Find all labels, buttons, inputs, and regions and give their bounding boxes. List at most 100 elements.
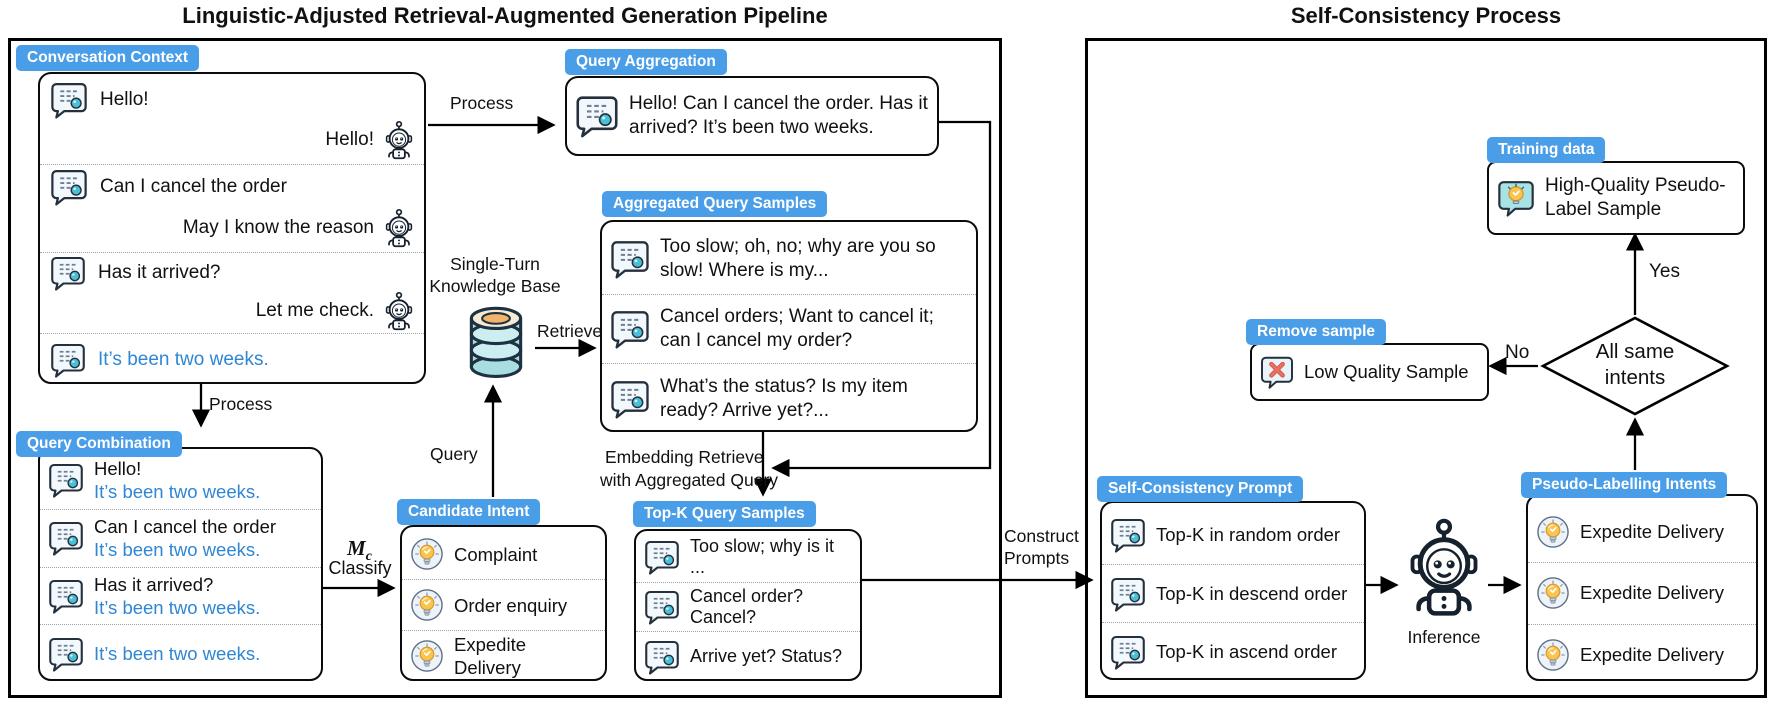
no-label: No bbox=[1505, 342, 1530, 363]
bot-message: Hello! bbox=[325, 129, 374, 151]
yes-label: Yes bbox=[1649, 261, 1680, 282]
embedding-retrieve-label-line1: Embedding Retrieve bbox=[605, 447, 764, 467]
bot-message: May I know the reason bbox=[182, 217, 374, 239]
remove-sample-label: Remove sample bbox=[1246, 319, 1387, 345]
remove-sample-box: Low Quality Sample bbox=[1250, 343, 1489, 401]
chat-message-icon bbox=[1110, 634, 1146, 670]
classifier-model-symbol: Mc bbox=[347, 536, 372, 565]
intent-item: Complaint bbox=[402, 529, 605, 580]
conversation-context-box: Hello! Hello! Can I cancel the order May… bbox=[38, 72, 426, 384]
bulb-intent-icon bbox=[410, 537, 444, 571]
aggregated-sample-item: Too slow; oh, no; why are you so slow! W… bbox=[602, 225, 976, 295]
pseudo-intent-item: Expedite Delivery bbox=[1528, 625, 1756, 685]
topk-sample-item: Arrive yet? Status? bbox=[636, 632, 860, 681]
training-data-text: High-Quality Pseudo-Label Sample bbox=[1545, 175, 1726, 220]
self-consistency-prompt-box: Top-K in random order Top-K in descend o… bbox=[1100, 501, 1366, 680]
query-aggregation-box: Hello! Can I cancel the order. Has it ar… bbox=[565, 76, 939, 156]
pseudo-intent-item: Expedite Delivery bbox=[1528, 563, 1756, 625]
training-data-label: Training data bbox=[1487, 137, 1606, 163]
topk-sample-item: Cancel order? Cancel? bbox=[636, 583, 860, 633]
knowledge-base-icon bbox=[462, 303, 530, 379]
query-label: Query bbox=[430, 444, 478, 464]
construct-prompts-label-line1: Construct bbox=[1004, 526, 1079, 546]
query-combination-box: Hello!It’s been two weeks. Can I cancel … bbox=[38, 447, 323, 681]
left-panel-title: Linguistic-Adjusted Retrieval-Augmented … bbox=[182, 3, 828, 28]
chat-message-icon bbox=[48, 636, 84, 672]
pseudo-labelling-intents-label: Pseudo-Labelling Intents bbox=[1521, 472, 1728, 498]
chat-message-icon bbox=[50, 81, 88, 119]
prompt-order-item: Top-K in random order bbox=[1102, 506, 1364, 565]
inference-robot-icon bbox=[1402, 516, 1486, 618]
construct-prompts-label-line2: Prompts bbox=[1004, 548, 1070, 568]
combined-query-item: Has it arrived?It’s been two weeks. bbox=[40, 568, 321, 626]
bulb-intent-icon bbox=[410, 588, 444, 622]
self-consistency-prompt-label: Self-Consistency Prompt bbox=[1097, 476, 1304, 502]
topk-query-samples-label: Top-K Query Samples bbox=[633, 501, 816, 527]
aggregated-query-text: Hello! Can I cancel the order. Has it ar… bbox=[629, 93, 928, 138]
candidate-intent-box: Complaint Order enquiry Expedite Deliver… bbox=[400, 525, 607, 681]
query-combination-label: Query Combination bbox=[16, 431, 182, 457]
intent-item: Expedite Delivery bbox=[402, 631, 605, 681]
bulb-intent-icon bbox=[1536, 638, 1570, 672]
topk-query-samples-box: Too slow; why is it ... Cancel order? Ca… bbox=[634, 529, 862, 681]
aggregated-sample-item: Cancel orders; Want to cancel it; can I … bbox=[602, 295, 976, 365]
embedding-retrieve-label-line2: with Aggregated Query bbox=[600, 470, 779, 490]
chat-message-icon bbox=[1110, 576, 1146, 612]
chat-message-icon bbox=[1110, 517, 1146, 553]
robot-icon bbox=[382, 208, 416, 248]
aggregated-query-samples-label: Aggregated Query Samples bbox=[602, 191, 828, 217]
aggregated-query-samples-box: Too slow; oh, no; why are you so slow! W… bbox=[600, 220, 978, 432]
pseudo-labelling-intents-box: Expedite Delivery Expedite Delivery Expe… bbox=[1526, 494, 1758, 681]
chat-message-icon bbox=[644, 539, 680, 575]
retrieve-label: Retrieve bbox=[537, 321, 603, 341]
chat-message-icon bbox=[50, 255, 86, 291]
remove-sample-text: Low Quality Sample bbox=[1304, 361, 1469, 382]
intent-item: Order enquiry bbox=[402, 580, 605, 631]
knowledge-base-label: Single-Turn Knowledge Base bbox=[429, 254, 561, 296]
bot-message: Let me check. bbox=[255, 299, 374, 321]
bulb-intent-icon bbox=[1536, 515, 1570, 549]
user-message: Has it arrived? bbox=[98, 261, 221, 283]
query-aggregation-label: Query Aggregation bbox=[565, 49, 727, 75]
user-message: Hello! bbox=[100, 89, 149, 111]
chat-message-icon bbox=[50, 168, 88, 206]
conversation-row: Has it arrived? Let me check. bbox=[40, 253, 424, 334]
candidate-intent-label: Candidate Intent bbox=[397, 499, 541, 525]
low-quality-sample-icon bbox=[1259, 354, 1295, 390]
right-panel-title: Self-Consistency Process bbox=[1290, 3, 1562, 28]
chat-message-icon bbox=[610, 379, 650, 419]
bulb-intent-icon bbox=[1536, 576, 1570, 610]
user-message-current: It’s been two weeks. bbox=[98, 348, 269, 370]
bulb-intent-icon bbox=[410, 639, 444, 673]
chat-message-icon bbox=[610, 239, 650, 279]
high-quality-sample-icon bbox=[1496, 178, 1536, 218]
chat-message-icon bbox=[50, 342, 86, 378]
decision-diamond-text: All same intents bbox=[1595, 340, 1675, 389]
combined-query-item: Hello!It’s been two weeks. bbox=[40, 452, 321, 510]
prompt-order-item: Top-K in ascend order bbox=[1102, 623, 1364, 681]
combined-query-item: It’s been two weeks. bbox=[40, 625, 321, 682]
aggregated-sample-item: What’s the status? Is my item ready? Arr… bbox=[602, 364, 976, 433]
process-down-label: Process bbox=[209, 394, 273, 414]
chat-message-icon bbox=[644, 589, 680, 625]
pseudo-intent-item: Expedite Delivery bbox=[1528, 502, 1756, 564]
robot-icon bbox=[382, 120, 416, 160]
conversation-row: Can I cancel the order May I know the re… bbox=[40, 165, 424, 253]
chat-message-icon bbox=[48, 520, 84, 556]
inference-label: Inference bbox=[1407, 627, 1481, 647]
process-top-label: Process bbox=[450, 93, 514, 113]
training-data-box: High-Quality Pseudo-Label Sample bbox=[1487, 161, 1745, 235]
user-message: Can I cancel the order bbox=[100, 176, 287, 198]
prompt-order-item: Top-K in descend order bbox=[1102, 565, 1364, 624]
conversation-row: It’s been two weeks. bbox=[40, 334, 424, 386]
topk-sample-item: Too slow; why is it ... bbox=[636, 533, 860, 583]
conversation-context-label: Conversation Context bbox=[16, 45, 200, 71]
chat-message-icon bbox=[48, 462, 84, 498]
chat-message-icon bbox=[48, 578, 84, 614]
classify-label: Classify bbox=[328, 558, 392, 578]
chat-message-icon bbox=[610, 309, 650, 349]
chat-message-icon bbox=[575, 94, 619, 138]
conversation-row: Hello! Hello! bbox=[40, 78, 424, 165]
